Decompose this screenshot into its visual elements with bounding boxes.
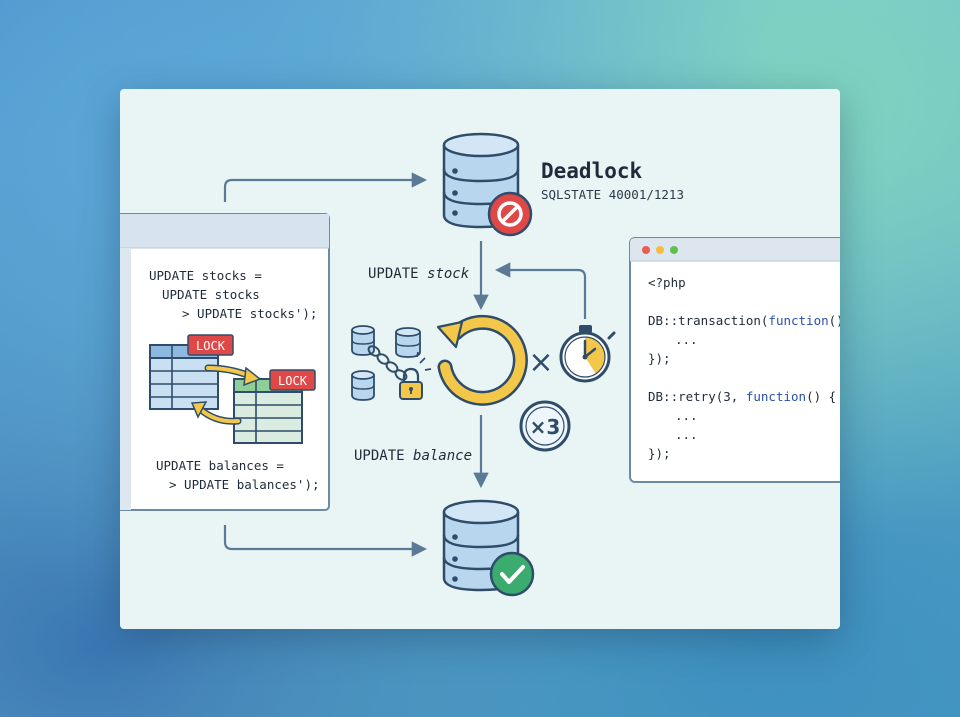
times-sign: × bbox=[528, 345, 553, 380]
svg-text:LOCK: LOCK bbox=[278, 374, 308, 388]
table-icon-stocks bbox=[149, 344, 219, 410]
update-balance-label: UPDATE balance bbox=[354, 448, 472, 464]
left-code-line-5: > UPDATE balances'); bbox=[169, 477, 320, 492]
php-line-1: <?php bbox=[648, 275, 686, 290]
arrow-left-panel-to-bottom-db bbox=[223, 525, 428, 557]
retry-count-badge: ×3 bbox=[519, 400, 571, 452]
swap-arrows-icon bbox=[190, 364, 262, 425]
small-database-icons bbox=[351, 325, 421, 401]
php-line-4: }); bbox=[648, 351, 671, 366]
svg-text:LOCK: LOCK bbox=[196, 339, 226, 353]
left-code-line-2: UPDATE stocks bbox=[162, 287, 260, 302]
php-line-8: }); bbox=[648, 446, 671, 461]
stopwatch-icon bbox=[559, 325, 616, 383]
arrow-left-panel-to-top-db bbox=[223, 172, 428, 202]
diagram-card: Deadlock SQLSTATE 40001/1213 UPDATE stoc… bbox=[120, 89, 840, 629]
left-code-line-4: UPDATE balances = bbox=[156, 458, 284, 473]
lock-badge-1: LOCK bbox=[187, 334, 234, 356]
update-stock-label: UPDATE stock bbox=[368, 266, 470, 282]
window-close-dot[interactable] bbox=[642, 246, 650, 254]
retry-cycle-icon bbox=[436, 314, 528, 406]
window-maximize-dot[interactable] bbox=[670, 246, 678, 254]
svg-text:×3: ×3 bbox=[530, 415, 561, 439]
left-code-line-3: > UPDATE stocks'); bbox=[182, 306, 317, 321]
php-line-7: ... bbox=[675, 427, 698, 442]
left-code-line-1: UPDATE stocks = bbox=[149, 268, 262, 283]
php-code-window bbox=[629, 237, 840, 483]
spark-icon bbox=[416, 351, 432, 371]
deadlock-title: Deadlock bbox=[541, 159, 643, 183]
arrow-timer-back-up bbox=[494, 262, 587, 319]
sqlstate-subtitle: SQLSTATE 40001/1213 bbox=[541, 187, 684, 202]
php-line-6: ... bbox=[675, 408, 698, 423]
padlock-icon bbox=[399, 367, 423, 400]
php-line-2: DB::transaction(function() { bbox=[648, 313, 840, 328]
chain-icon bbox=[367, 345, 408, 381]
window-minimize-dot[interactable] bbox=[656, 246, 664, 254]
diagram-canvas: Deadlock SQLSTATE 40001/1213 UPDATE stoc… bbox=[120, 132, 840, 597]
php-line-3: ... bbox=[675, 332, 698, 347]
php-line-5: DB::retry(3, function() { bbox=[648, 389, 836, 404]
lock-badge-2: LOCK bbox=[269, 369, 316, 391]
blocked-icon bbox=[487, 191, 533, 237]
check-icon bbox=[489, 551, 535, 597]
